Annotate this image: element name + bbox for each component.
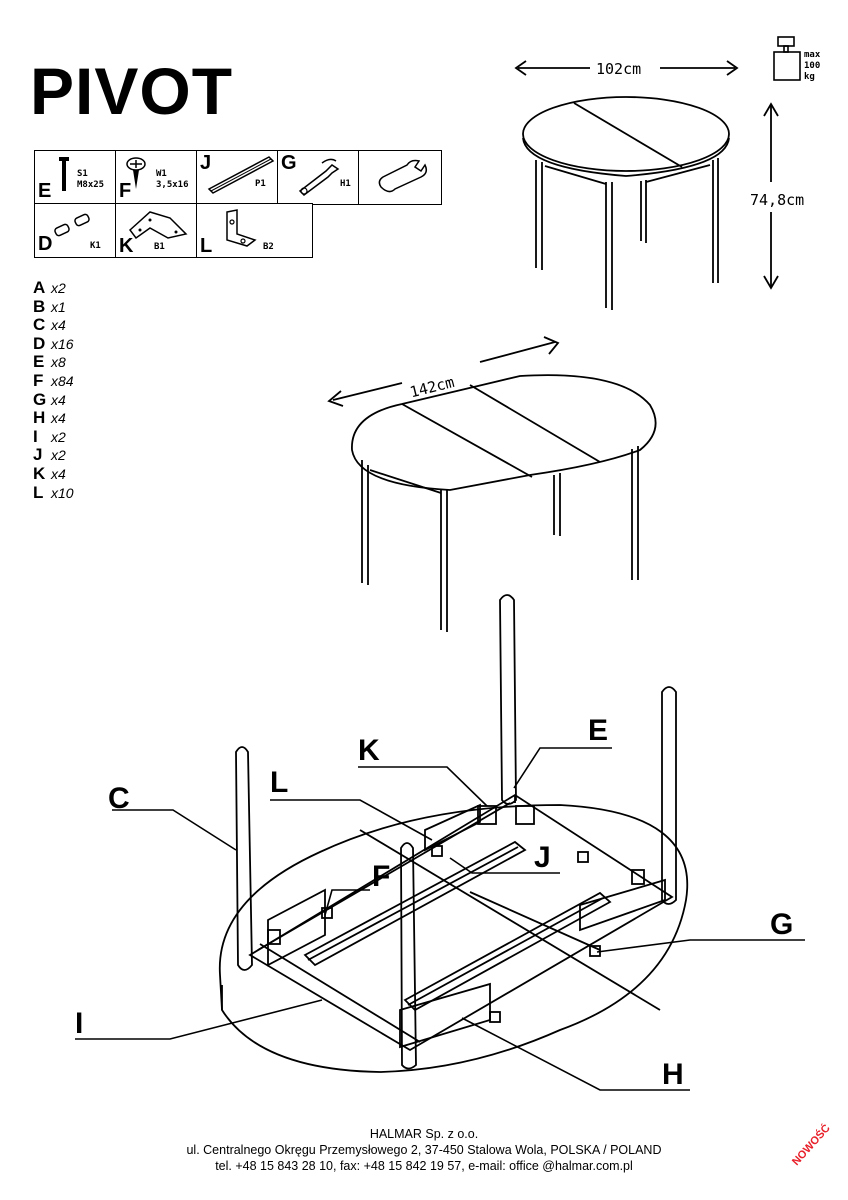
qty-letter: L: [33, 482, 44, 502]
qty-value: x4: [51, 391, 66, 408]
qty-letter: C: [33, 315, 46, 335]
angle-bracket-icon: [226, 209, 257, 247]
callout-k: K: [358, 734, 380, 767]
part-letter-e: E: [38, 180, 52, 202]
callout-l: L: [270, 766, 289, 799]
qty-value: x2: [51, 280, 66, 296]
dim-102: 102cm: [596, 60, 641, 78]
table-closed-drawing: [522, 96, 730, 310]
hook-latch-icon: [298, 158, 340, 196]
max-load-3: kg: [804, 72, 815, 82]
bolt-icon: [59, 157, 69, 191]
qty-letter: H: [33, 408, 46, 428]
part-letter-j: J: [200, 152, 212, 174]
part-code-e1: S1: [77, 169, 88, 179]
callout-g: G: [770, 908, 794, 941]
max-load-2: 100: [804, 61, 820, 71]
qty-value: x16: [51, 335, 74, 352]
max-load-1: max: [804, 50, 821, 60]
qty-value: x4: [51, 465, 66, 482]
qty-letter: F: [33, 370, 44, 390]
wrench-icon: [378, 159, 428, 193]
qty-value: x8: [51, 354, 66, 371]
part-code-e2: M8x25: [77, 180, 105, 190]
qty-value: x2: [51, 428, 66, 445]
part-cell-wrench: [358, 150, 442, 205]
part-letter-f: F: [119, 180, 132, 202]
footer-company: HALMAR Sp. z o.o.: [369, 1127, 479, 1141]
qty-value: x2: [51, 447, 66, 464]
qty-letter: D: [33, 333, 46, 353]
part-letter-g: G: [281, 152, 297, 174]
qty-value: x84: [51, 372, 74, 389]
dimension-height: 74,8cm: [750, 102, 804, 290]
part-letter-k: K: [119, 235, 134, 257]
callout-e: E: [588, 714, 609, 747]
qty-letter: I: [33, 426, 38, 446]
callout-h: H: [662, 1058, 684, 1091]
part-code-k1: B1: [154, 242, 165, 252]
slide-rail-icon: [207, 156, 275, 194]
qty-letter: E: [33, 352, 45, 372]
assembly-bottom-view: [75, 594, 805, 1091]
part-cell-j: J P1: [196, 150, 279, 205]
part-code-g1: H1: [340, 179, 351, 189]
qty-letter: K: [33, 463, 46, 483]
callout-i: I: [75, 1007, 84, 1040]
footer-address: ul. Centralnego Okręgu Przemysłowego 2, …: [186, 1143, 662, 1157]
qty-letter: B: [33, 296, 46, 316]
qty-letter: J: [33, 445, 43, 465]
dimension-width-open: 142cm: [327, 336, 560, 407]
part-code-f1: W1: [156, 169, 167, 179]
part-code-j1: P1: [255, 179, 266, 189]
product-title: PIVOT: [30, 54, 234, 128]
parts-grid: E S1 M8x25 F W1 3,5x16 J P1 G H1: [34, 150, 442, 258]
qty-value: x4: [51, 317, 66, 334]
part-code-f2: 3,5x16: [156, 180, 189, 190]
qty-value: x1: [51, 298, 66, 315]
part-code-l1: B2: [263, 242, 274, 252]
qty-letter: A: [33, 278, 46, 297]
dim-748: 74,8cm: [750, 191, 804, 209]
qty-letter: G: [33, 389, 47, 409]
footer: HALMAR Sp. z o.o. ul. Centralnego Okręgu…: [0, 1126, 848, 1174]
part-cell-l: L B2: [196, 203, 313, 258]
callout-j: J: [534, 841, 551, 874]
part-letter-d: D: [38, 233, 53, 255]
table-open-drawing: [351, 374, 657, 632]
footer-contact: tel. +48 15 843 28 10, fax: +48 15 842 1…: [215, 1159, 633, 1173]
qty-value: x4: [51, 410, 66, 427]
part-letter-l: L: [200, 235, 213, 257]
part-cell-g: G H1: [277, 150, 360, 205]
weight-icon: max 100 kg: [773, 36, 821, 82]
screw-icon: [126, 157, 146, 189]
callout-c: C: [108, 782, 130, 815]
qty-value: x10: [51, 484, 74, 501]
corner-bracket-icon: [128, 211, 188, 240]
callout-f: F: [372, 860, 391, 893]
dowel-icon: [54, 213, 90, 237]
part-cell-e: E S1 M8x25: [34, 150, 117, 205]
part-cell-k: K B1: [115, 203, 198, 258]
part-code-d1: K1: [90, 241, 101, 251]
dimension-width-closed: 102cm: [514, 60, 739, 78]
